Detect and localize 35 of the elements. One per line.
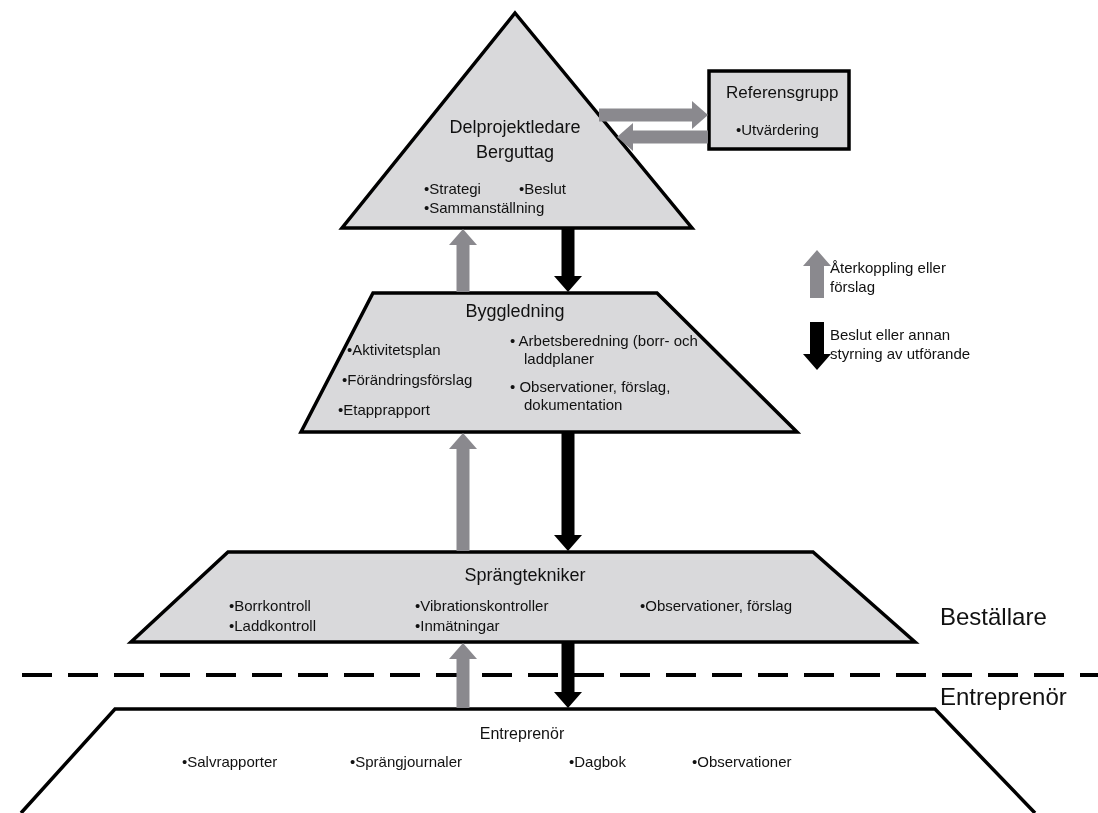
bullet-item: •Dagbok bbox=[569, 753, 626, 771]
arrow bbox=[449, 229, 477, 292]
bullet-item: •Salvrapporter bbox=[182, 753, 278, 771]
bullet-item: •Sprängjournaler bbox=[350, 753, 462, 771]
node-title: Delprojektledare Berguttag bbox=[448, 116, 582, 164]
node-title: Entreprenör bbox=[478, 724, 566, 744]
bullet-item: •Observationer, förslag bbox=[640, 597, 792, 615]
bullet-item: •Borrkontroll bbox=[229, 597, 311, 615]
bullet-item: •Aktivitetsplan bbox=[347, 341, 441, 359]
arrow bbox=[554, 229, 582, 292]
legend-text: Återkoppling eller förslag bbox=[830, 258, 947, 296]
node-title: Referensgrupp bbox=[726, 84, 839, 102]
bullet-item: • Arbetsberedning (borr- och laddplaner bbox=[510, 332, 699, 368]
bullet-item: •Sammanställning bbox=[424, 199, 545, 217]
bullet-item: •Strategi bbox=[424, 180, 481, 198]
arrow bbox=[449, 433, 477, 551]
bullet-item: •Laddkontroll bbox=[229, 617, 316, 635]
legend-text: Beslut eller annan styrning av utförande bbox=[830, 325, 972, 363]
zone-label: Beställare bbox=[940, 603, 1047, 631]
bullet-item: •Beslut bbox=[519, 180, 566, 198]
bullet-item: •Observationer bbox=[692, 753, 792, 771]
node-title: Sprängtekniker bbox=[463, 565, 587, 585]
arrow bbox=[554, 433, 582, 551]
bullet-item: •Etapprapport bbox=[338, 401, 430, 419]
arrow bbox=[554, 643, 582, 708]
node-title: Byggledning bbox=[464, 301, 566, 321]
bullet-item: • Observationer, förslag, dokumentation bbox=[510, 378, 672, 414]
bullet-item: •Utvärdering bbox=[736, 121, 819, 139]
arrow bbox=[449, 643, 477, 708]
arrow bbox=[599, 101, 708, 129]
arrow bbox=[617, 123, 708, 151]
bullet-item: •Inmätningar bbox=[415, 617, 500, 635]
bullet-item: •Förändringsförslag bbox=[342, 371, 473, 389]
bullet-item: •Vibrationskontroller bbox=[415, 597, 549, 615]
zone-label: Entreprenör bbox=[940, 683, 1067, 711]
